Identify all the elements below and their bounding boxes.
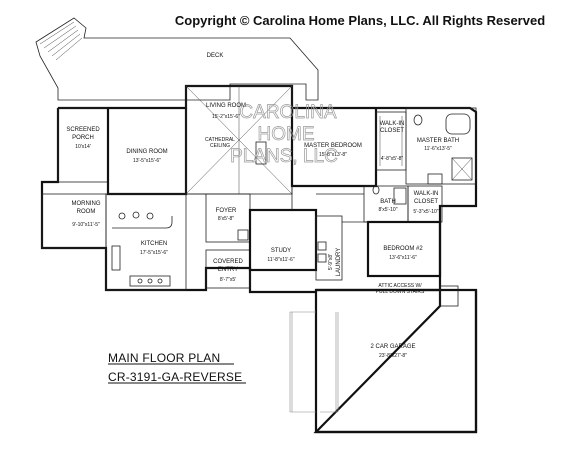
study: STUDY 11'-8"x11'-6" [248, 208, 318, 272]
study-dims: 11'-8"x11'-6" [267, 257, 294, 263]
walk-in-closet-2: WALK-IN CLOSET 5'-3"x5'-10" [407, 173, 443, 223]
morning-room-dims: 9'-10"x11'-5" [72, 222, 100, 228]
morning-room-label-2: ROOM [77, 209, 96, 215]
master-bath-dims: 11'-6"x13'-5" [424, 146, 452, 152]
garage-dims: 23'-8"x27'-8" [379, 353, 407, 359]
foyer-dims: 8'x5'-8" [218, 216, 234, 222]
laundry: LAUNDRY 5'-9"x8' [315, 215, 343, 281]
living-room-label: LIVING ROOM [206, 103, 246, 109]
master-bath-label: MASTER BATH [417, 138, 459, 144]
watermark-line-1: CAROLINA [239, 102, 336, 123]
morning-room-label-1: MORNING [72, 201, 101, 207]
kitchen: KITCHEN 17'-5"x15'-6" [105, 193, 187, 291]
foyer-label: FOYER [216, 208, 237, 214]
bath: BATH 8'x5'-10" [363, 185, 409, 223]
closet-2-label-1: WALK-IN [414, 191, 439, 197]
master-bedroom-dims: 15'-8"x13'-8" [319, 152, 347, 158]
garage-walls: 2 CAR GARAGE 23'-8"x27'-8" ATTIC ACCESS … [289, 283, 478, 434]
master-bath: MASTER BATH 11'-6"x13'-5" [405, 107, 477, 185]
bath-label: BATH [380, 199, 396, 205]
attic-access-label: ATTIC ACCESS W/ [378, 283, 422, 289]
walk-in-closet: WALK-IN CLOSET 4'-8"x5'-8" [375, 111, 407, 171]
walk-in-closet-label-2: CLOSET [380, 128, 404, 134]
living-room-note-1: CATHEDRAL [205, 137, 235, 143]
bath-dims: 8'x5'-10" [379, 207, 398, 213]
garage-label: 2 CAR GARAGE [370, 344, 415, 350]
laundry-dims: 5'-9"x8' [328, 254, 334, 270]
screened-porch-dims: 10'x14' [75, 144, 91, 150]
attic-access-label-2: PULL DOWN STAIRS [376, 289, 425, 295]
watermark-line-3: PLANS, LLC [230, 146, 338, 167]
kitchen-label: KITCHEN [141, 241, 167, 247]
plan-title: MAIN FLOOR PLAN CR-3191-GA-REVERSE [108, 351, 246, 384]
bedroom-2-label: BEDROOM #2 [383, 246, 423, 252]
covered-entry-label-2: ENTRY [218, 267, 238, 273]
walk-in-closet-label-1: WALK-IN [380, 121, 405, 127]
watermark: CAROLINA HOME PLANS, LLC [230, 102, 338, 168]
master-bedroom-label: MASTER BEDROOM [304, 143, 362, 149]
covered-entry-label-1: COVERED [213, 259, 243, 265]
interior-hall [186, 186, 368, 223]
closet-2-label-2: CLOSET [414, 199, 438, 205]
study-label: STUDY [271, 248, 291, 254]
dining-room-label: DINING ROOM [126, 149, 167, 155]
closet-2-dims: 5'-3"x5'-10" [413, 209, 438, 215]
screened-porch-label-1: SCREENED [66, 127, 100, 133]
laundry-label: LAUNDRY [336, 248, 342, 277]
plan-title-line-2: CR-3191-GA-REVERSE [108, 370, 242, 384]
living-room-dims: 15'-2"x15'-6" [212, 114, 240, 120]
walk-in-closet-dims: 4'-8"x5'-8" [381, 156, 404, 162]
living-room-note-2: CEILING [210, 143, 230, 149]
deck-label: DECK [207, 53, 224, 59]
dining-room: DINING ROOM 13'-5"x15'-6" [106, 108, 188, 196]
morning-room: MORNING ROOM 9'-10"x11'-5" [41, 193, 107, 249]
screened-porch-label-2: PORCH [72, 135, 94, 141]
deck: DECK [35, 17, 319, 101]
bedroom-2: BEDROOM #2 13'-6"x11'-6" [366, 220, 442, 278]
copyright-notice: Copyright © Carolina Home Plans, LLC. Al… [175, 13, 545, 28]
kitchen-dims: 17'-5"x15'-6" [140, 250, 168, 256]
plan-title-line-1: MAIN FLOOR PLAN [108, 351, 220, 365]
bedroom-2-dims: 13'-6"x11'-6" [389, 255, 417, 261]
dining-room-dims: 13'-5"x15'-6" [133, 158, 161, 164]
watermark-line-2: HOME [258, 124, 315, 145]
covered-entry-dims: 8'-7"x5' [220, 277, 236, 283]
screened-porch: SCREENED PORCH 10'x14' [57, 107, 109, 183]
foyer: FOYER 8'x5'-8" [205, 193, 251, 243]
